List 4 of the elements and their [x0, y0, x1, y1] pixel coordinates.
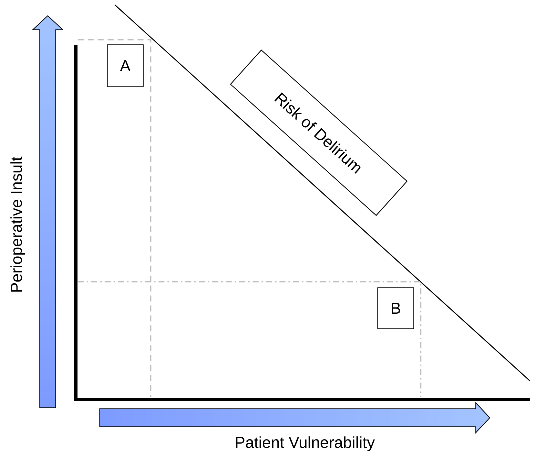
- label-box: B: [378, 288, 414, 330]
- label-box: A: [107, 44, 144, 88]
- axis-label: Perioperative Insult: [10, 156, 26, 292]
- axis-label: Patient Vulnerability: [236, 436, 376, 452]
